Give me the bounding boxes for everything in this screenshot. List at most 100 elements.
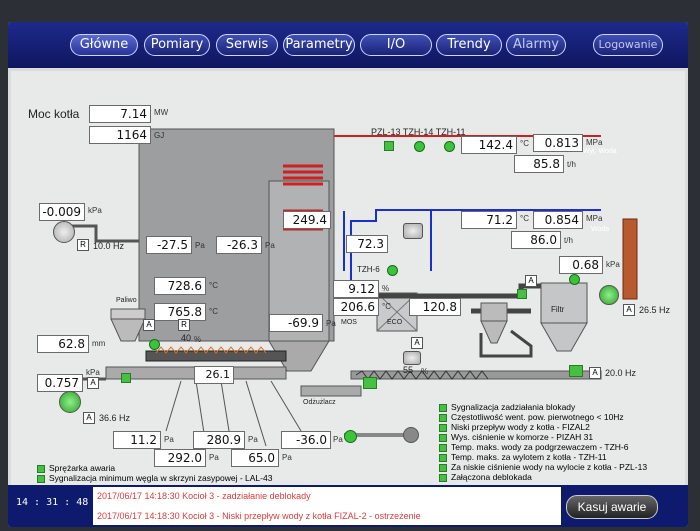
- grate-percent: 40: [181, 333, 192, 343]
- nav-bar: Główne Pomiary Serwis Parametry I/O Tren…: [8, 22, 688, 68]
- legend-indicator-icon: [439, 413, 447, 422]
- slider-handle-grey[interactable]: [403, 427, 419, 443]
- primary-fan-freq: 36.6 Hz: [99, 413, 131, 423]
- alarm-row-1[interactable]: 2017/06/17 14:18:30 Kocioł 3 - zadziałan…: [97, 491, 311, 501]
- fan-mode-r[interactable]: R: [77, 239, 89, 251]
- unit-pa-4: Pa: [164, 435, 174, 444]
- legend-item: Temp. maks. wody za podgrzewaczem - TZH-…: [439, 442, 647, 452]
- furnace-temp-1: 728.6: [154, 277, 206, 295]
- legend-indicator-icon: [439, 403, 447, 412]
- legend-item: Wys. ciśnienie w komorze - PIZAH 31: [439, 432, 647, 442]
- tab-alarmy[interactable]: Alarmy: [506, 34, 566, 56]
- conveyor-freq: 20.0 Hz: [605, 368, 637, 378]
- filter-mode-a[interactable]: A: [525, 275, 537, 287]
- unit-pa-7: Pa: [282, 453, 292, 462]
- unit-c-3: °C: [520, 139, 529, 148]
- legend-indicator-icon: [439, 463, 447, 472]
- oxygen-value: 9.12: [333, 280, 379, 298]
- boiler-energy-value: 1164: [89, 126, 151, 144]
- conveyor-motor-right[interactable]: [569, 365, 583, 377]
- air-mode-a[interactable]: A: [87, 377, 99, 389]
- outlet-water-label: Wyj. Woda: [583, 148, 617, 155]
- unit-kpa: kPa: [86, 368, 100, 377]
- pump-mode-a[interactable]: A: [411, 337, 423, 349]
- tab-io[interactable]: I/O: [360, 34, 432, 56]
- tab-serwis[interactable]: Serwis: [216, 34, 278, 56]
- draft-pressure-2: -26.3: [216, 236, 262, 254]
- legend-item: Częstotliwość went. pow. pierwotnego < 1…: [439, 412, 647, 422]
- tab-glowne[interactable]: Główne: [70, 34, 138, 56]
- chimney: [622, 218, 638, 300]
- unit-pa-1: Pa: [195, 241, 205, 250]
- unit-kpa-2: kPa: [606, 260, 620, 269]
- tzh6-indicator: [387, 265, 398, 276]
- eco-pump-icon[interactable]: [403, 351, 421, 365]
- legend-indicator-icon: [37, 464, 45, 473]
- exhaust-fan-icon[interactable]: [599, 285, 619, 305]
- fuel-mode-a[interactable]: A: [143, 319, 155, 331]
- unit-pa-3: Pa: [326, 319, 336, 328]
- legend-indicator-icon: [439, 433, 447, 442]
- unit-pct: %: [194, 335, 202, 344]
- process-diagram: Moc kotła 7.14 MW 1164 GJ -0.009 kPa R 1…: [11, 71, 685, 493]
- clock: 14 : 31 : 48: [16, 497, 89, 508]
- unit-pa-5: Pa: [209, 453, 219, 462]
- zone-pressure-5: -36.0: [281, 431, 331, 449]
- legend-item: Sygnalizacja minimum węgla w skrzyni zas…: [37, 473, 272, 483]
- primary-fan-mode-a[interactable]: A: [83, 412, 95, 424]
- legend-item: Sygnalizacja zadziałania blokady: [439, 402, 647, 412]
- legend-text: Częstotliwość went. pow. pierwotnego < 1…: [451, 412, 624, 422]
- chamber-pressure: -69.9: [269, 314, 323, 332]
- feed-motor-icon[interactable]: [121, 373, 131, 383]
- acknowledge-alarms-button[interactable]: Kasuj awarie: [566, 495, 658, 519]
- tab-parametry[interactable]: Parametry: [283, 34, 355, 56]
- boiler-power-label: Moc kotła: [28, 107, 80, 121]
- unit-pa-2: Pa: [265, 241, 275, 250]
- legend-text: Załączona deblokada: [451, 472, 532, 482]
- unit-mpa-1: MPa: [586, 138, 603, 147]
- alarm-list[interactable]: 2017/06/17 14:18:30 Kocioł 3 - zadziałan…: [93, 487, 561, 525]
- filter-fan-motor[interactable]: [517, 289, 527, 299]
- legend-indicator-icon: [439, 473, 447, 482]
- grate-mode-r[interactable]: R: [178, 319, 190, 331]
- mos-label: MOS: [341, 319, 357, 326]
- eco-temp: 72.3: [346, 235, 388, 253]
- legend-text: Sygnalizacja zadziałania blokady: [451, 402, 576, 412]
- legend-item: Załączona deblokada: [439, 472, 647, 482]
- water-pump-icon[interactable]: [403, 223, 423, 239]
- unit-mpa-2: MPa: [586, 214, 603, 223]
- conveyor-mode-a[interactable]: A: [589, 367, 601, 379]
- filter-status-led: [569, 274, 580, 285]
- outlet-temp: 142.4: [461, 136, 517, 154]
- alarm-bar: 14 : 31 : 48 2017/06/17 14:18:30 Kocioł …: [8, 485, 688, 527]
- exhaust-fan-freq: 26.5 Hz: [639, 305, 671, 315]
- unit-th-1: t/h: [567, 160, 576, 169]
- primary-fan-icon[interactable]: [59, 391, 81, 413]
- eco-label: ECO: [387, 319, 403, 326]
- hmi-screen: Główne Pomiary Serwis Parametry I/O Tren…: [8, 22, 688, 527]
- conveyor-motor-left[interactable]: [363, 377, 377, 389]
- fuel-label: Paliwo: [116, 297, 137, 304]
- secondary-fan-icon[interactable]: [53, 221, 75, 243]
- legend-item: Sprężarka awaria: [37, 463, 272, 473]
- slag-remover-label: Odżużlacz: [303, 399, 336, 406]
- inlet-temp: 71.2: [461, 211, 517, 229]
- legend-text: Niski przepływ wody z kotła - FIZAL2: [451, 422, 590, 432]
- furnace-pressure-unit: kPa: [88, 206, 102, 215]
- flue-pressure: 249.4: [283, 211, 331, 229]
- unit-th-2: t/h: [564, 236, 573, 245]
- air-pressure: 0.757: [37, 374, 83, 392]
- unit-pa-8: Pa: [333, 435, 343, 444]
- exhaust-mode-a[interactable]: A: [623, 304, 635, 316]
- legend-item: Za niskie ciśnienie wody na wylocie z ko…: [439, 462, 647, 472]
- tab-logowanie[interactable]: Logowanie: [593, 34, 663, 56]
- alarm-row-2[interactable]: 2017/06/17 14:18:30 Kocioł 3 - Niski prz…: [97, 511, 421, 521]
- boiler-energy-unit: GJ: [154, 131, 165, 140]
- tab-pomiary[interactable]: Pomiary: [144, 34, 210, 56]
- slider-handle-green[interactable]: [344, 430, 357, 443]
- tab-trendy[interactable]: Trendy: [436, 34, 502, 56]
- legend-indicator-icon: [439, 423, 447, 432]
- tzh14-indicator: [414, 141, 425, 152]
- legend-text: Sprężarka awaria: [49, 463, 116, 473]
